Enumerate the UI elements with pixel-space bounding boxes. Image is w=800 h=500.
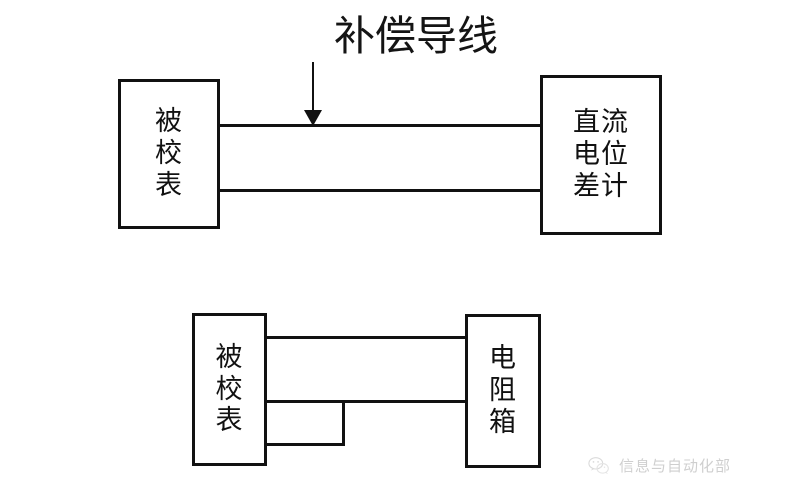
- fig2-middle-lead-wire: [266, 400, 467, 403]
- block-resistance-box[interactable]: 电 阻 箱: [465, 314, 541, 468]
- compensation-wire-caption: 补偿导线: [334, 12, 498, 60]
- block-dc-potentiometer[interactable]: 直流 电位 差计: [540, 75, 662, 235]
- annotation-arrow-shaft: [312, 62, 314, 119]
- annotation-arrow-head-icon: [304, 110, 322, 126]
- block-label: 电 阻 箱: [489, 343, 517, 438]
- block-instrument-under-test-top[interactable]: 被 校 表: [118, 79, 220, 229]
- block-label: 被 校 表: [155, 106, 183, 201]
- fig2-bottom-lead-wire: [266, 443, 345, 446]
- watermark: 信息与自动化部: [588, 455, 731, 476]
- fig1-bottom-lead-wire: [218, 189, 542, 192]
- block-instrument-under-test-bottom[interactable]: 被 校 表: [192, 313, 267, 466]
- block-label: 直流 电位 差计: [573, 107, 629, 202]
- fig2-loop-link-wire: [342, 400, 345, 446]
- fig1-top-lead-wire: [218, 124, 542, 127]
- wechat-icon: [588, 456, 610, 476]
- fig2-top-lead-wire: [266, 336, 467, 339]
- watermark-label: 信息与自动化部: [619, 457, 732, 475]
- block-label: 被 校 表: [215, 341, 244, 437]
